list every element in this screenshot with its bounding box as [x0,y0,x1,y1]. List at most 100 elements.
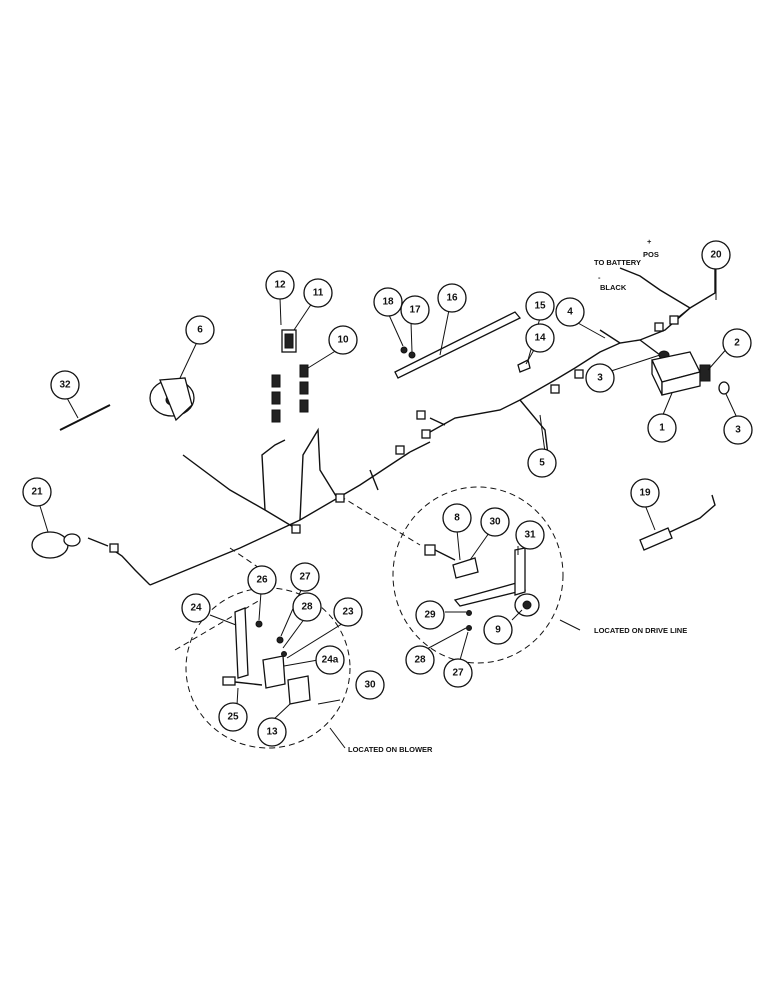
connector [421,429,431,439]
callout-27-blower: 27 [290,562,320,592]
connector [335,493,345,503]
svg-text:30: 30 [489,517,501,528]
part-20-terminal [669,315,679,325]
callout-2: 2 [722,328,752,358]
svg-text:10: 10 [337,335,349,346]
callout-30-drive: 30 [480,507,510,537]
svg-text:29: 29 [424,610,436,621]
blower-parts [222,607,341,705]
callout-3-upper: 3 [585,363,615,393]
black-label: BLACK [600,283,627,292]
callout-29: 29 [415,600,445,630]
connector [109,543,119,553]
callout-17: 17 [400,295,430,325]
part-19-sensor [639,494,716,551]
callout-6: 6 [185,315,215,345]
connector [395,445,405,455]
callout-3-lower: 3 [723,415,753,445]
part-18 [400,346,408,354]
minus-sign: - [598,273,601,282]
svg-text:6: 6 [197,325,203,336]
callout-24: 24 [181,593,211,623]
part-2 [699,364,711,382]
callout-28-drive: 28 [405,645,435,675]
callout-15: 15 [525,291,555,321]
callout-9: 9 [483,615,513,645]
callout-26: 26 [247,565,277,595]
part-6-pulley [149,377,195,422]
connector [416,410,426,420]
svg-text:20: 20 [710,250,722,261]
svg-text:32: 32 [59,380,71,391]
dashed-bracket-outline [174,599,261,651]
callout-27-drive: 27 [443,658,473,688]
part-15 [654,322,664,332]
svg-text:3: 3 [597,373,603,384]
callout-21: 21 [22,477,52,507]
callout-4: 4 [555,297,585,327]
svg-text:3: 3 [735,425,741,436]
callout-19: 19 [630,478,660,508]
connector [574,369,584,379]
svg-text:28: 28 [301,602,313,613]
svg-text:24a: 24a [322,655,339,666]
svg-text:16: 16 [446,293,458,304]
svg-text:30: 30 [364,680,376,691]
svg-text:11: 11 [313,288,324,299]
callout-leaders [39,262,739,749]
svg-text:15: 15 [534,301,546,312]
connector [291,524,301,534]
part-16-strip [394,311,522,379]
svg-text:8: 8 [454,513,460,524]
callout-12: 12 [265,270,295,300]
callout-30-blower: 30 [355,670,385,700]
callout-20: 20 [701,240,731,270]
plus-sign: + [647,237,652,246]
part-3-lower [718,381,730,395]
svg-text:9: 9 [495,625,501,636]
svg-text:14: 14 [534,333,546,344]
to-battery-label: TO BATTERY [594,258,641,267]
callout-1: 1 [647,413,677,443]
svg-text:31: 31 [524,530,536,541]
svg-text:2: 2 [734,338,740,349]
svg-text:21: 21 [31,487,43,498]
drive-line-parts [424,544,540,631]
svg-text:17: 17 [409,305,421,316]
part-11-relay [281,329,297,353]
svg-text:26: 26 [256,575,268,586]
svg-text:25: 25 [227,712,239,723]
located-blower-label: LOCATED ON BLOWER [348,745,433,754]
svg-text:12: 12 [274,280,286,291]
svg-text:5: 5 [539,458,545,469]
svg-text:27: 27 [299,572,311,583]
callout-13: 13 [257,717,287,747]
svg-text:4: 4 [567,307,573,318]
svg-text:13: 13 [266,727,278,738]
part-14-clip [517,359,531,373]
svg-text:18: 18 [382,297,394,308]
detail-drive-line [392,486,564,664]
callout-5: 5 [527,448,557,478]
callout-8: 8 [442,503,472,533]
part-21-lamp [31,531,81,559]
wiring-harness [87,260,716,586]
callout-14: 14 [525,323,555,353]
callout-25: 25 [218,702,248,732]
callout-32: 32 [50,370,80,400]
callout-11: 11 [303,278,333,308]
callout-23: 23 [333,597,363,627]
part-1-box [651,351,701,396]
svg-text:24: 24 [190,603,202,614]
svg-text:1: 1 [659,423,665,434]
pos-label: POS [643,250,659,259]
callout-31: 31 [515,520,545,550]
part-17 [408,351,416,359]
dashed-leader-drive-line [339,495,421,546]
part-10-connectors [271,364,309,423]
svg-text:27: 27 [452,668,464,679]
callout-16: 16 [437,283,467,313]
callout-28-blower: 28 [292,592,322,622]
callout-18: 18 [373,287,403,317]
